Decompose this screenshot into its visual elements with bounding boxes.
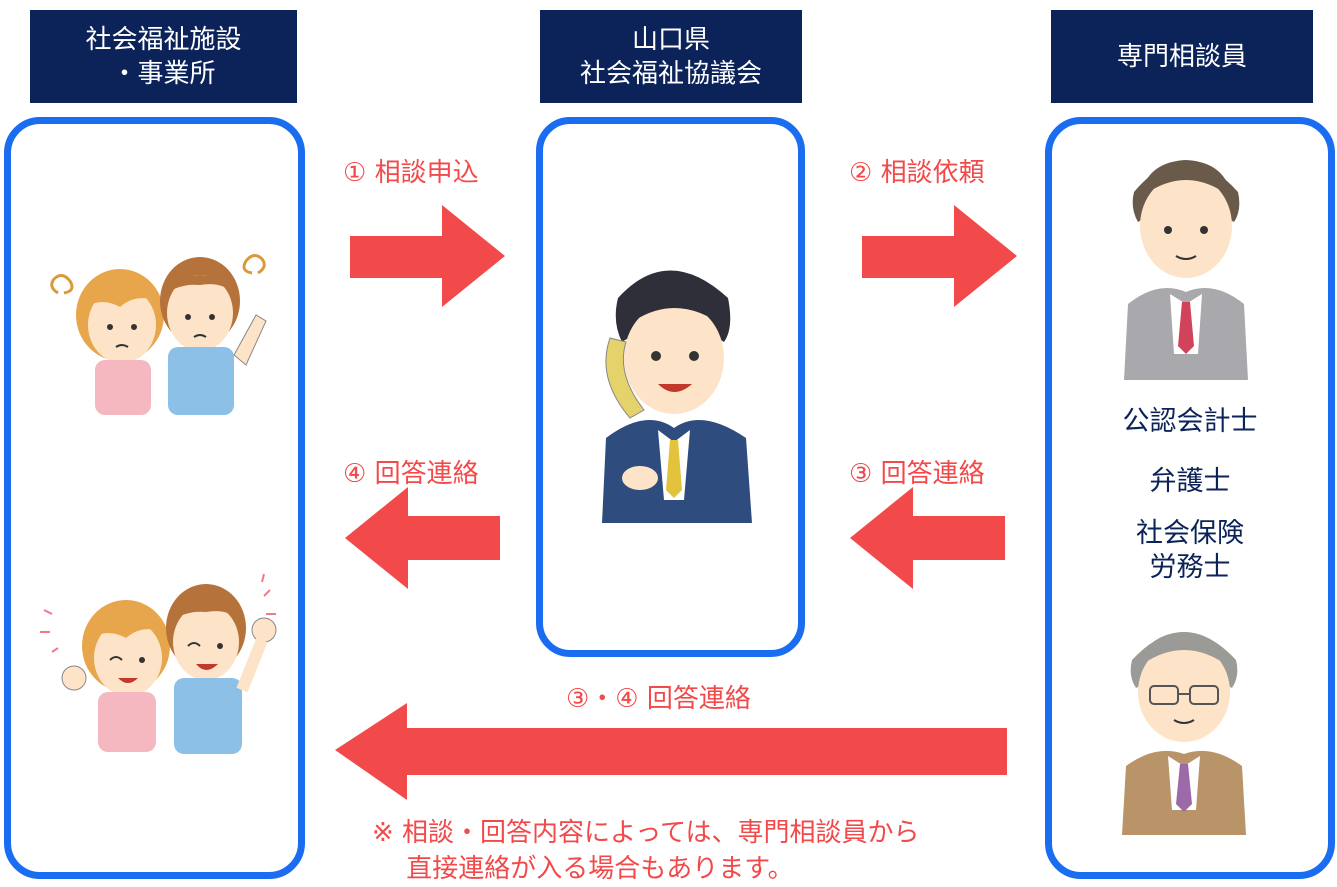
step4-label: ④ 回答連絡 — [343, 459, 479, 489]
facility-header: 社会福祉施設 ・事業所 — [30, 10, 297, 103]
step3-label: ③ 回答連絡 — [849, 459, 985, 489]
phone-operator-illustration — [602, 270, 752, 523]
direct-contact-note: ※ 相談・回答内容によっては、専門相談員から 直接連絡が入る場合もあります。 — [372, 818, 920, 884]
labor-consultant-label: 社会保険 労務士 — [1136, 518, 1244, 583]
lawyer-label: 弁護士 — [1149, 466, 1231, 497]
accountant-label: 公認会計士 — [1122, 406, 1258, 437]
council-header: 山口県 社会福祉協議会 — [540, 10, 802, 103]
arrow-right-step2-icon — [862, 205, 1017, 307]
council-box — [536, 117, 805, 657]
arrow-left-step3-icon — [850, 487, 1005, 589]
consultant-box — [1045, 117, 1335, 879]
arrow-left-step4-icon — [345, 487, 500, 589]
step2-label: ② 相談依頼 — [849, 158, 985, 188]
consultant-header: 専門相談員 — [1051, 10, 1313, 103]
step1-label: ① 相談申込 — [343, 158, 479, 188]
consultant-man-illustration — [1124, 160, 1248, 380]
arrow-left-direct-icon — [335, 703, 1007, 800]
senior-consultant-illustration — [1122, 632, 1246, 835]
step34-label: ③・④ 回答連絡 — [566, 684, 751, 714]
arrow-right-step1-icon — [350, 205, 505, 307]
worried-staff-illustration — [50, 254, 267, 415]
happy-staff-illustration — [40, 573, 277, 754]
facility-box — [4, 117, 305, 879]
